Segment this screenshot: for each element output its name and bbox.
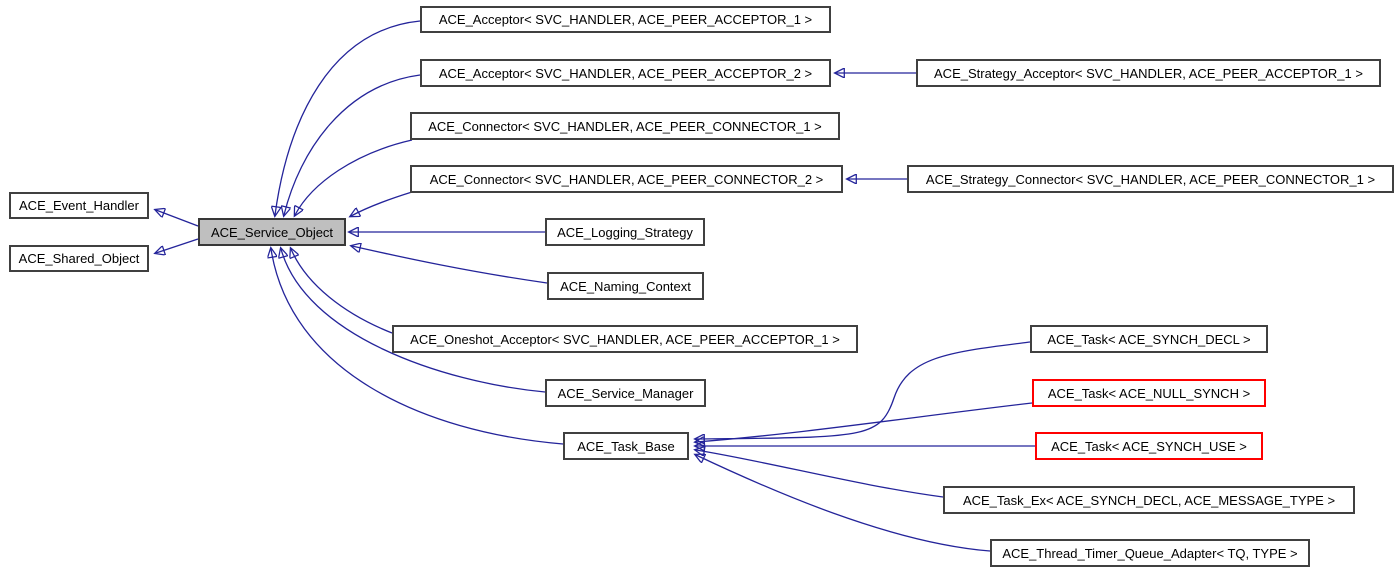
edge-service-manager-to-service-object	[281, 249, 546, 393]
edge-service-object-to-event-handler	[156, 210, 199, 227]
node-ace-acceptor-1[interactable]: ACE_Acceptor< SVC_HANDLER, ACE_PEER_ACCE…	[420, 6, 831, 33]
edge-acceptor-2-to-service-object	[284, 74, 421, 215]
node-ace-task-synch-decl[interactable]: ACE_Task< ACE_SYNCH_DECL >	[1030, 325, 1268, 353]
node-ace-task-base[interactable]: ACE_Task_Base	[563, 432, 689, 460]
edge-task-base-to-service-object	[271, 249, 564, 445]
edge-thread-timer-queue-adapter-to-task-base	[696, 455, 991, 552]
edge-task-synch-decl-to-task-base	[696, 341, 1031, 439]
edge-service-object-to-shared-object	[156, 238, 199, 253]
edge-task-ex-to-task-base	[696, 450, 944, 498]
node-ace-connector-2[interactable]: ACE_Connector< SVC_HANDLER, ACE_PEER_CON…	[410, 165, 843, 193]
node-ace-task-synch-use[interactable]: ACE_Task< ACE_SYNCH_USE >	[1035, 432, 1263, 460]
edge-oneshot-acceptor-to-service-object	[291, 249, 393, 334]
edge-acceptor-1-to-service-object	[275, 20, 421, 215]
node-ace-logging-strategy[interactable]: ACE_Logging_Strategy	[545, 218, 705, 246]
node-ace-oneshot-acceptor[interactable]: ACE_Oneshot_Acceptor< SVC_HANDLER, ACE_P…	[392, 325, 858, 353]
node-ace-task-null-synch[interactable]: ACE_Task< ACE_NULL_SYNCH >	[1032, 379, 1266, 407]
node-ace-strategy-acceptor[interactable]: ACE_Strategy_Acceptor< SVC_HANDLER, ACE_…	[916, 59, 1381, 87]
node-ace-shared-object[interactable]: ACE_Shared_Object	[9, 245, 149, 272]
node-ace-thread-timer-queue-adapter[interactable]: ACE_Thread_Timer_Queue_Adapter< TQ, TYPE…	[990, 539, 1310, 567]
edge-connector-2-to-service-object	[351, 191, 413, 216]
node-ace-task-ex[interactable]: ACE_Task_Ex< ACE_SYNCH_DECL, ACE_MESSAGE…	[943, 486, 1355, 514]
node-ace-service-object: ACE_Service_Object	[198, 218, 346, 246]
node-ace-service-manager[interactable]: ACE_Service_Manager	[545, 379, 706, 407]
edge-task-null-synch-to-task-base	[696, 402, 1033, 442]
node-ace-event-handler[interactable]: ACE_Event_Handler	[9, 192, 149, 219]
node-ace-acceptor-2[interactable]: ACE_Acceptor< SVC_HANDLER, ACE_PEER_ACCE…	[420, 59, 831, 87]
node-ace-strategy-connector[interactable]: ACE_Strategy_Connector< SVC_HANDLER, ACE…	[907, 165, 1394, 193]
node-ace-naming-context[interactable]: ACE_Naming_Context	[547, 272, 704, 300]
node-ace-connector-1[interactable]: ACE_Connector< SVC_HANDLER, ACE_PEER_CON…	[410, 112, 840, 140]
edge-naming-context-to-service-object	[352, 246, 548, 284]
edge-connector-1-to-service-object	[295, 139, 413, 215]
